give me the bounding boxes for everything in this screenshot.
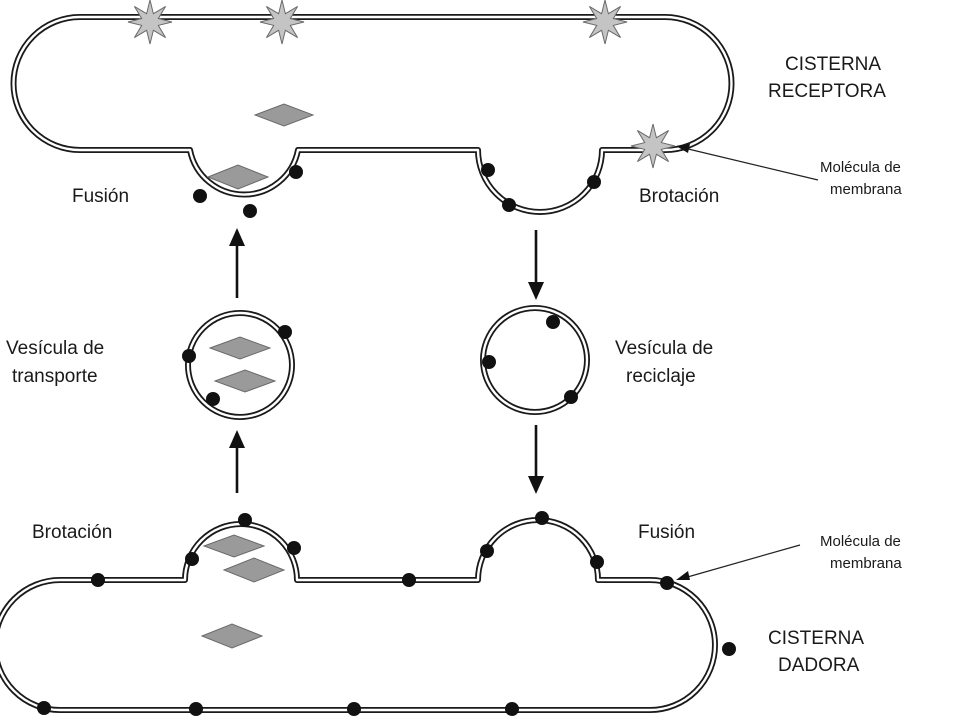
donor-cistern-label-line2: DADORA [778, 655, 860, 676]
membrane-molecule-dot [481, 163, 495, 177]
membrane-molecule-dot [193, 189, 207, 203]
membrane-molecule-dot [278, 325, 292, 339]
receptor-star-icon [127, 0, 173, 45]
receiver-cistern-label-line2: RECEPTORA [768, 81, 886, 102]
cargo-molecule [200, 623, 264, 649]
transport-vesicle-label-line1: Vesícula de [6, 338, 104, 359]
receptor-star-icon [630, 123, 676, 169]
fusion-top-label: Fusión [72, 186, 129, 207]
membrane-molecule-dot [480, 544, 494, 558]
cargo-molecule [202, 534, 266, 558]
membrane-molecule-dot [37, 701, 51, 715]
arrow-down-to-recycling-vesicle [528, 230, 544, 300]
membrane-molecule-top-label-line1: Molécula de [820, 159, 901, 176]
membrane-molecule-dot [402, 573, 416, 587]
budding-bottom-label: Brotación [32, 522, 112, 543]
membrane-molecule-dot [91, 573, 105, 587]
membrane-molecule-dot [722, 642, 736, 656]
membrane-molecule-dot [238, 513, 252, 527]
cargo-molecule [253, 103, 315, 127]
donor-cistern-label-line1: CISTERNA [768, 628, 864, 649]
membrane-molecule-top-label-line2: membrana [830, 181, 902, 198]
membrane-molecule-dot [660, 576, 674, 590]
membrane-molecule-dot [206, 392, 220, 406]
recycling-vesicle-label-line2: reciclaje [626, 366, 696, 387]
membrane-molecule-bottom-label-line1: Molécula de [820, 533, 901, 550]
transport-vesicle-label-line2: transporte [12, 366, 98, 387]
membrane-molecule-dot [243, 204, 257, 218]
membrane-molecule-dot [289, 165, 303, 179]
recycling-vesicle-label-line1: Vesícula de [615, 338, 713, 359]
membrane-molecule-dot [587, 175, 601, 189]
membrane-molecule-dot [590, 555, 604, 569]
membrane-molecule-dot [564, 390, 578, 404]
membrane-molecule-dot [546, 315, 560, 329]
membrane-molecule-dot [182, 349, 196, 363]
transport-vesicle [185, 310, 295, 420]
receiver-cistern [14, 17, 732, 212]
budding-top-label: Brotación [639, 186, 719, 207]
arrow-down-to-donor-fusion [528, 425, 544, 494]
cargo-molecule [208, 336, 272, 360]
arrow-up-to-transport-vesicle [229, 430, 245, 493]
membrane-molecules [37, 163, 736, 716]
membrane-molecule-dot [535, 511, 549, 525]
pointer-membrane-molecule-top [676, 144, 819, 181]
receptor-star-icon [259, 0, 305, 45]
cargo-molecule [206, 164, 270, 190]
arrow-up-to-fusion [229, 228, 245, 298]
fusion-bottom-label: Fusión [638, 522, 695, 543]
receptor-stars [127, 0, 676, 169]
receptor-star-icon [582, 0, 628, 45]
membrane-molecule-dot [347, 702, 361, 716]
membrane-molecule-dot [287, 541, 301, 555]
membrane-molecule-dot [502, 198, 516, 212]
membrane-molecule-dot [482, 355, 496, 369]
membrane-molecule-dot [505, 702, 519, 716]
donor-cistern [0, 520, 715, 710]
membrane-molecule-bottom-label-line2: membrana [830, 555, 902, 572]
receiver-cistern-label-line1: CISTERNA [785, 54, 881, 75]
cargo-molecule [222, 557, 286, 583]
membrane-molecule-dot [189, 702, 203, 716]
pointer-membrane-molecule-bottom [676, 544, 801, 580]
membrane-molecule-dot [185, 552, 199, 566]
cargo-molecule [213, 369, 277, 393]
